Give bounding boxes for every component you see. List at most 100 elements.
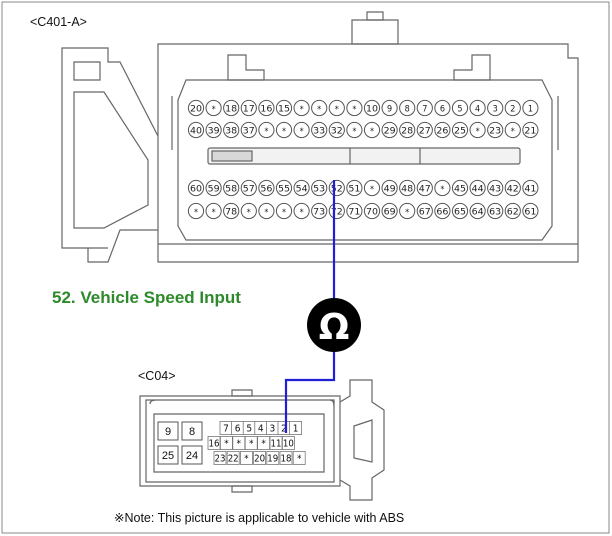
c401a-pin-label: * <box>300 127 304 137</box>
c04-pin-label: 20 <box>254 454 265 465</box>
c04-large-pin <box>157 445 179 465</box>
c401a-pin <box>381 202 398 220</box>
signal-title: 52. Vehicle Speed Input <box>52 288 241 307</box>
c401a-pin-label: * <box>282 208 286 218</box>
c401a-pin <box>205 121 222 139</box>
c04-pin-label: 2 <box>281 424 287 435</box>
c401a-pin-label: 21 <box>524 126 536 136</box>
c401a-pin <box>205 99 222 117</box>
c401a-pin-label: 7 <box>422 104 427 114</box>
c401a-pin <box>363 202 381 220</box>
c401a-pin-label: 40 <box>190 126 202 136</box>
c401a-pin <box>363 99 381 117</box>
c04-pin <box>266 451 280 465</box>
c401a-pin <box>522 99 539 117</box>
c401a-pin <box>311 179 328 197</box>
c401a-pin-label: 65 <box>454 207 466 217</box>
c401a-pin-label: * <box>405 208 409 218</box>
c401a-pin-label: 78 <box>225 207 237 217</box>
c401a-pin <box>293 99 310 117</box>
c401a-pin-label: 66 <box>436 207 448 217</box>
c401a-pin <box>469 99 486 117</box>
c401a-pin-label: * <box>300 105 304 115</box>
c04-pin-label: 18 <box>281 454 292 465</box>
c401a-pin <box>451 121 469 139</box>
c401a-pin-label: 54 <box>296 184 308 194</box>
c401a-pin <box>293 202 310 220</box>
c401a-pin-label: 18 <box>225 104 237 114</box>
c401a-pin-label: * <box>212 208 216 218</box>
c401a-pin-label: 26 <box>436 126 448 136</box>
c401a-pin <box>187 179 205 197</box>
c401a-pin-label: 27 <box>419 126 431 136</box>
c401a-pin <box>258 179 275 197</box>
c401a-pin <box>311 121 328 139</box>
c401a-pin-label: 57 <box>243 184 255 194</box>
c401a-pin <box>522 179 539 197</box>
ohmmeter-symbol: Ω <box>307 298 361 352</box>
c401a-pin <box>275 202 293 220</box>
c401a-pin-label: * <box>194 208 198 218</box>
c401a-pin-label: 59 <box>208 184 220 194</box>
c401a-pin-label: 16 <box>260 104 272 114</box>
c04-pin-label: 7 <box>223 424 229 435</box>
c04-connector-label: <C04> <box>138 369 176 383</box>
c401a-pin-label: 6 <box>440 104 445 114</box>
c401a-pin <box>223 179 240 197</box>
c401a-pin-label: * <box>370 127 374 137</box>
c04-pin <box>292 451 306 465</box>
c04-pin <box>219 436 233 450</box>
c401a-pin-label: 62 <box>507 207 519 217</box>
c04-large-pin-label: 24 <box>186 450 198 462</box>
c401a-pin <box>416 99 433 117</box>
c04-pin-label: * <box>237 439 242 450</box>
c401a-pin-label: 39 <box>208 126 220 136</box>
c401a-pin-label: * <box>352 127 356 137</box>
c401a-pin <box>451 202 469 220</box>
c401a-pin-label: 9 <box>387 104 392 114</box>
c401a-pin <box>434 99 451 117</box>
c401a-pin <box>363 179 381 197</box>
c401a-pin <box>399 179 416 197</box>
c401a-pin <box>487 121 504 139</box>
c401a-pin <box>363 121 381 139</box>
c401a-pin <box>451 99 469 117</box>
c401a-pin-label: * <box>440 185 444 195</box>
c04-pin-label: 23 <box>215 454 226 465</box>
c401a-pin <box>258 202 275 220</box>
c401a-pin <box>381 99 398 117</box>
c401a-pin-label: 70 <box>366 207 378 217</box>
c401a-pin <box>416 121 433 139</box>
c401a-pin <box>240 99 257 117</box>
c401a-pin <box>399 121 416 139</box>
c401a-pin-label: * <box>511 127 515 137</box>
c401a-pin <box>187 99 205 117</box>
meter-wire <box>284 180 336 433</box>
c401a-pin <box>504 202 521 220</box>
c401a-pin <box>434 179 451 197</box>
c401a-pin-label: 1 <box>528 104 533 114</box>
c401a-pin <box>205 202 222 220</box>
c04-pin <box>226 451 240 465</box>
c401a-pin-label: 29 <box>384 126 396 136</box>
c401a-pin <box>416 179 433 197</box>
c04-large-pin <box>157 421 179 441</box>
c04-pin <box>281 436 295 450</box>
c04-pin <box>253 451 267 465</box>
c401a-pin <box>258 99 275 117</box>
c401a-pin <box>487 179 504 197</box>
c401a-pin <box>311 99 328 117</box>
c401a-pin-label: 3 <box>493 104 498 114</box>
c401a-pin-label: 69 <box>384 207 396 217</box>
c401a-pin-label: * <box>264 208 268 218</box>
c401a-pin-label: 64 <box>472 207 484 217</box>
c401a-pin-label: 4 <box>475 104 480 114</box>
c04-large-pin <box>181 445 203 465</box>
c401a-pin-label: 15 <box>278 104 290 114</box>
c401a-pin <box>240 202 257 220</box>
c401a-pin-label: 17 <box>243 104 255 114</box>
c401a-pin <box>451 179 469 197</box>
c04-pin-label: 5 <box>246 424 252 435</box>
c04-pin <box>289 421 303 435</box>
c401a-pin-label: 10 <box>366 104 378 114</box>
